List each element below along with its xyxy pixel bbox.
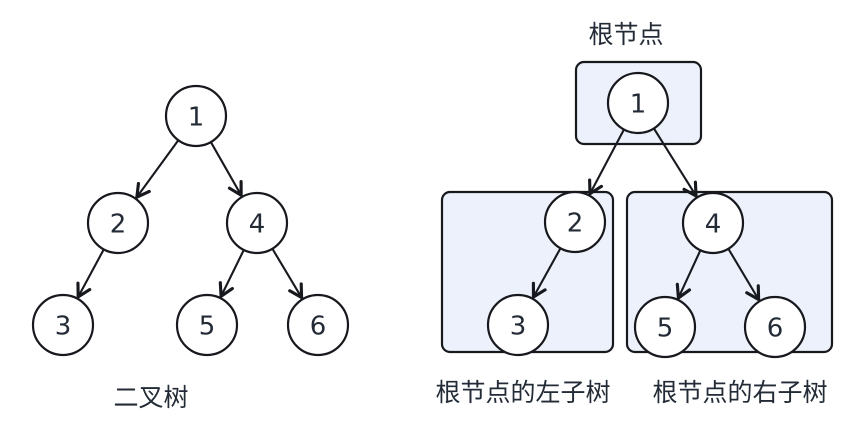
node-circle xyxy=(31,293,95,357)
node-circle xyxy=(86,191,150,255)
edge-R4-R5 xyxy=(678,249,702,298)
tree-node-left-6: 6 xyxy=(286,293,350,357)
left-subtree-label: 根节点的左子树 xyxy=(435,378,610,407)
node-value: 4 xyxy=(705,209,722,239)
edge-L4-L5 xyxy=(221,249,245,296)
tree-node-left-4: 4 xyxy=(225,191,289,255)
node-value: 3 xyxy=(55,311,72,341)
node-value: 2 xyxy=(110,209,127,239)
node-value: 6 xyxy=(310,311,327,341)
tree-node-left-3: 3 xyxy=(31,293,95,357)
edge-R1-R2 xyxy=(590,129,625,194)
right-subtree-label: 根节点的右子树 xyxy=(652,378,827,407)
node-circle xyxy=(164,84,228,148)
edge-R1-R4 xyxy=(653,127,696,195)
node-circle xyxy=(743,295,807,359)
node-value: 5 xyxy=(199,311,216,341)
tree-node-right-4: 4 xyxy=(681,191,745,255)
edge-L1-L4 xyxy=(209,141,241,195)
tree-node-left-1: 1 xyxy=(164,84,228,148)
node-circle xyxy=(486,293,550,357)
node-value: 1 xyxy=(188,102,205,132)
tree-node-right-5: 5 xyxy=(633,295,697,359)
edge-L1-L2 xyxy=(137,139,180,197)
tree-node-right-2: 2 xyxy=(543,190,607,254)
node-circle xyxy=(175,293,239,357)
tree-node-right-3: 3 xyxy=(486,293,550,357)
tree-node-right-6: 6 xyxy=(743,295,807,359)
node-circle xyxy=(225,191,289,255)
edges-layer xyxy=(78,127,758,300)
node-circle xyxy=(606,71,670,135)
tree-node-left-5: 5 xyxy=(175,293,239,357)
node-value: 2 xyxy=(567,208,584,238)
edge-R2-R3 xyxy=(533,247,562,297)
node-value: 3 xyxy=(510,311,527,341)
node-circle xyxy=(286,293,350,357)
nodes-layer: 1 2 4 3 5 6 1 2 4 3 5 6 xyxy=(31,71,807,359)
edge-L2-L3 xyxy=(78,248,105,296)
root-node-label: 根节点 xyxy=(588,20,663,49)
node-circle xyxy=(681,191,745,255)
binary-tree-caption: 二叉树 xyxy=(113,383,188,412)
edge-R4-R6 xyxy=(727,248,758,300)
node-value: 5 xyxy=(657,313,674,343)
tree-node-left-2: 2 xyxy=(86,191,150,255)
node-value: 1 xyxy=(630,89,647,119)
node-value: 6 xyxy=(767,313,784,343)
node-value: 4 xyxy=(249,209,266,239)
node-circle xyxy=(543,190,607,254)
node-circle xyxy=(633,295,697,359)
tree-node-right-1: 1 xyxy=(606,71,670,135)
edge-L4-L6 xyxy=(271,248,301,298)
